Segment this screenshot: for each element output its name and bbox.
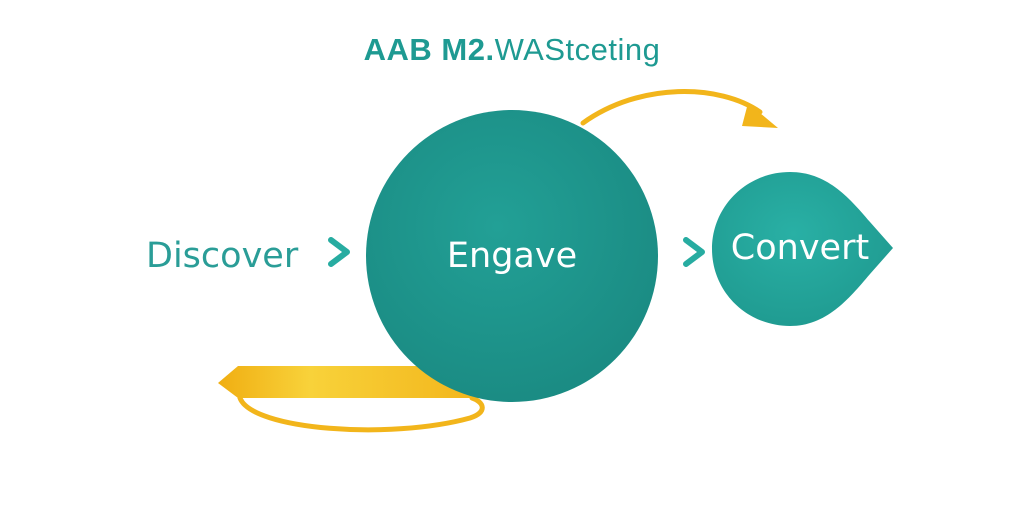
- diagram-title: AAB M2.WAStceting: [0, 30, 1024, 70]
- chevron-right-icon: [683, 237, 705, 267]
- stage-convert-label: Convert: [730, 228, 870, 268]
- title-bold-part: AAB M2.: [363, 32, 495, 67]
- bottom-gold-bar: [218, 366, 480, 398]
- title-light-part: WAStceting: [494, 32, 661, 67]
- top-arrow-stroke: [580, 89, 763, 126]
- engage-circle: [366, 110, 658, 402]
- top-curved-arrow-icon: [580, 89, 778, 128]
- bottom-loop-stroke: [237, 395, 485, 433]
- stage-engage-label: Engave: [446, 236, 578, 276]
- stage-discover-label: Discover: [146, 236, 299, 276]
- convert-shape: [712, 172, 893, 326]
- top-arrow-head: [742, 103, 778, 128]
- chevron-right-icon: [328, 237, 350, 267]
- bottom-loop-arrow-icon: [218, 366, 485, 433]
